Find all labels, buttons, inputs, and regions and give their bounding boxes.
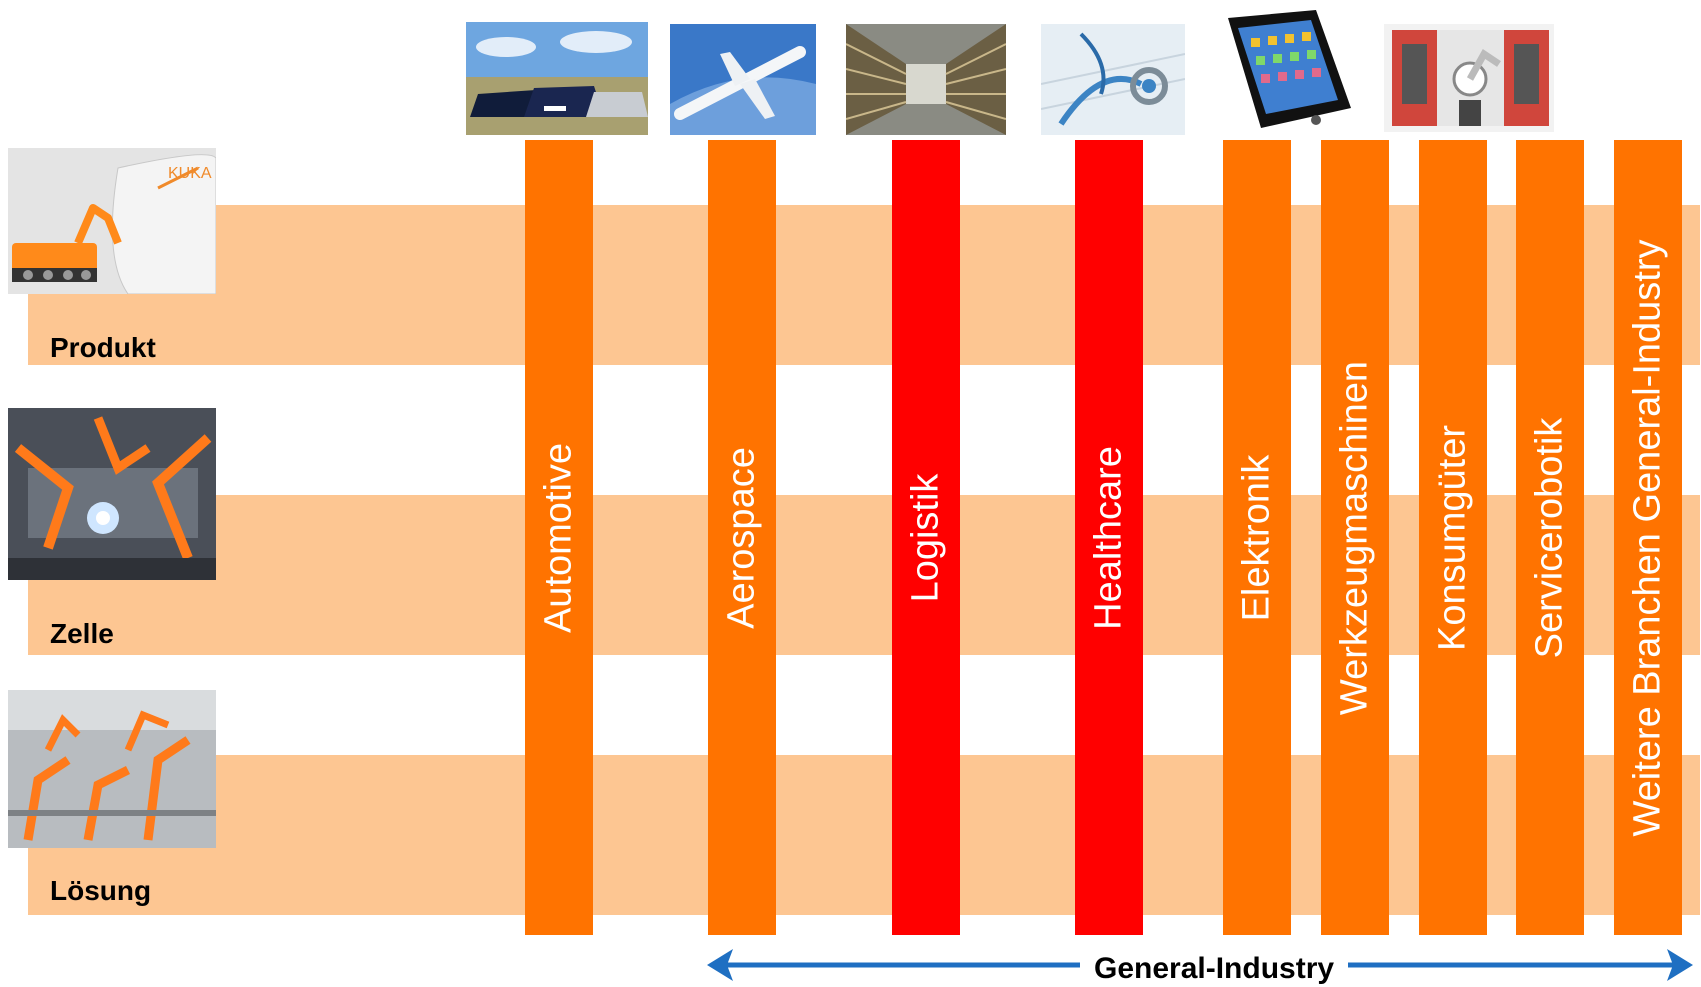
column-label-healthcare: Healthcare — [1087, 445, 1130, 630]
machine-cell-photo — [1384, 24, 1554, 132]
stethoscope-photo — [1041, 24, 1185, 135]
column-healthcare: Healthcare — [1075, 140, 1143, 935]
column-label-servicerobotik: Servicerobotik — [1528, 417, 1571, 658]
cars-photo — [466, 22, 648, 135]
column-aerospace: Aerospace — [708, 140, 776, 935]
airplane-photo — [670, 24, 816, 135]
row-label-zelle: Zelle — [50, 618, 114, 649]
column-label-weitere-branchen: Weitere Branchen General-Industry — [1626, 238, 1669, 837]
robot-product-photo: KUKA — [8, 148, 216, 294]
svg-text:KUKA: KUKA — [168, 165, 212, 182]
general-industry-label: General-Industry — [1080, 951, 1349, 987]
column-label-aerospace: Aerospace — [720, 446, 763, 629]
arrow-right-icon — [1667, 949, 1693, 981]
smartphone-photo — [1216, 8, 1358, 133]
column-label-werkzeugmaschinen: Werkzeugmaschinen — [1333, 360, 1376, 715]
warehouse-photo — [846, 24, 1006, 135]
column-label-logistik: Logistik — [904, 473, 947, 602]
column-konsumgueter: Konsumgüter — [1419, 140, 1487, 935]
column-servicerobotik: Servicerobotik — [1516, 140, 1584, 935]
robot-cell-photo — [8, 408, 216, 580]
column-label-automotive: Automotive — [537, 442, 580, 633]
arrow-left-icon — [707, 949, 733, 981]
column-automotive: Automotive — [525, 140, 593, 935]
robot-line-photo — [8, 690, 216, 848]
column-elektronik: Elektronik — [1223, 140, 1291, 935]
column-weitere-branchen: Weitere Branchen General-Industry — [1614, 140, 1682, 935]
row-label-loesung: Lösung — [50, 875, 152, 906]
column-logistik: Logistik — [892, 140, 960, 935]
column-werkzeugmaschinen: Werkzeugmaschinen — [1321, 140, 1389, 935]
column-label-elektronik: Elektronik — [1235, 454, 1278, 621]
row-label-produkt: Produkt — [50, 332, 156, 363]
column-label-konsumgueter: Konsumgüter — [1431, 424, 1474, 651]
